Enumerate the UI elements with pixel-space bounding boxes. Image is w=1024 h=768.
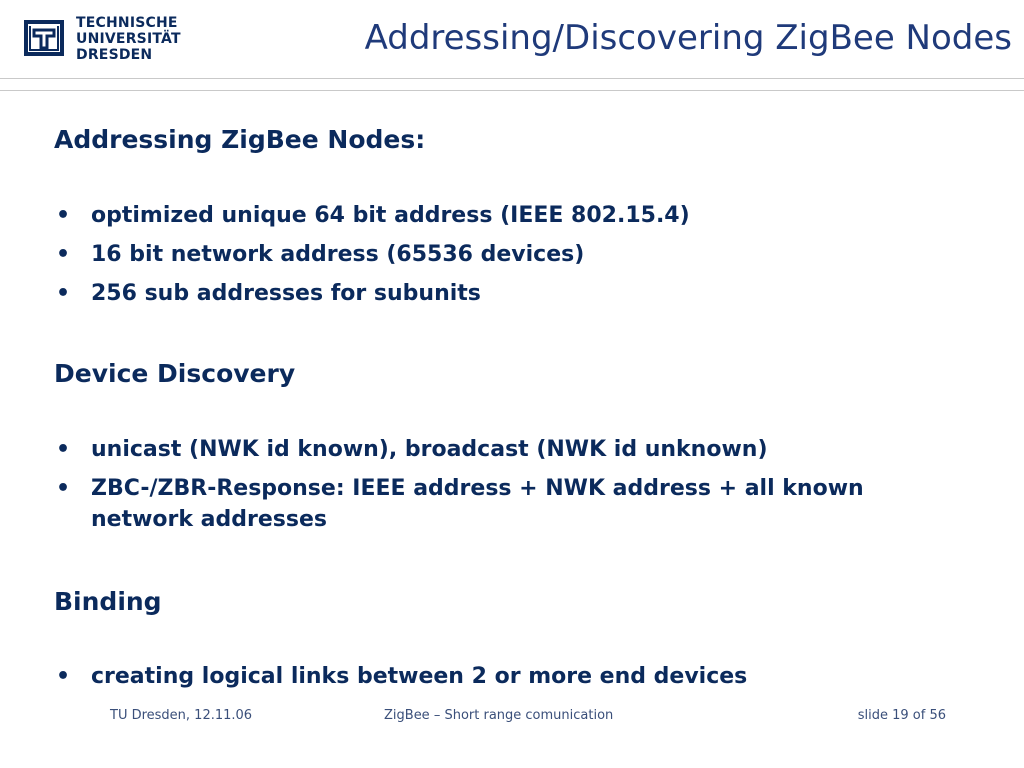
section-heading-device-discovery: Device Discovery [54,359,296,388]
slide-number: slide 19 of 56 [857,708,946,723]
bullet-item: 16 bit network address (65536 devices) [54,239,954,270]
bullet-item: ZBC-/ZBR-Response: IEEE address + NWK ad… [54,473,954,535]
logo-line-2: UNIVERSITÄT [76,31,181,47]
header-divider-top [0,78,1024,79]
logo-line-3: DRESDEN [76,47,153,63]
bullet-item: optimized unique 64 bit address (IEEE 80… [54,200,954,231]
bullet-item: creating logical links between 2 or more… [54,661,954,692]
logo-line-1: TECHNISCHE [76,15,178,31]
footer-date: TU Dresden, 12.11.06 [110,708,253,723]
bullet-item: 256 sub addresses for subunits [54,278,954,309]
bullet-list-addressing: optimized unique 64 bit address (IEEE 80… [54,200,954,317]
bullet-list-device-discovery: unicast (NWK id known), broadcast (NWK i… [54,434,954,543]
tu-dresden-logo-icon [24,20,64,56]
section-heading-binding: Binding [54,587,162,616]
bullet-item: unicast (NWK id known), broadcast (NWK i… [54,434,954,465]
logo-wordmark: TECHNISCHE UNIVERSITÄT DRESDEN [76,15,181,63]
section-heading-addressing: Addressing ZigBee Nodes: [54,125,426,154]
footer-topic: ZigBee – Short range comunication [384,708,614,723]
bullet-list-binding: creating logical links between 2 or more… [54,661,954,700]
university-logo: TECHNISCHE UNIVERSITÄT DRESDEN [20,14,190,68]
slide-title: Addressing/Discovering ZigBee Nodes [364,18,1012,58]
header-divider-bottom [0,90,1024,91]
slide-footer: TU Dresden, 12.11.06 ZigBee – Short rang… [0,708,1024,726]
